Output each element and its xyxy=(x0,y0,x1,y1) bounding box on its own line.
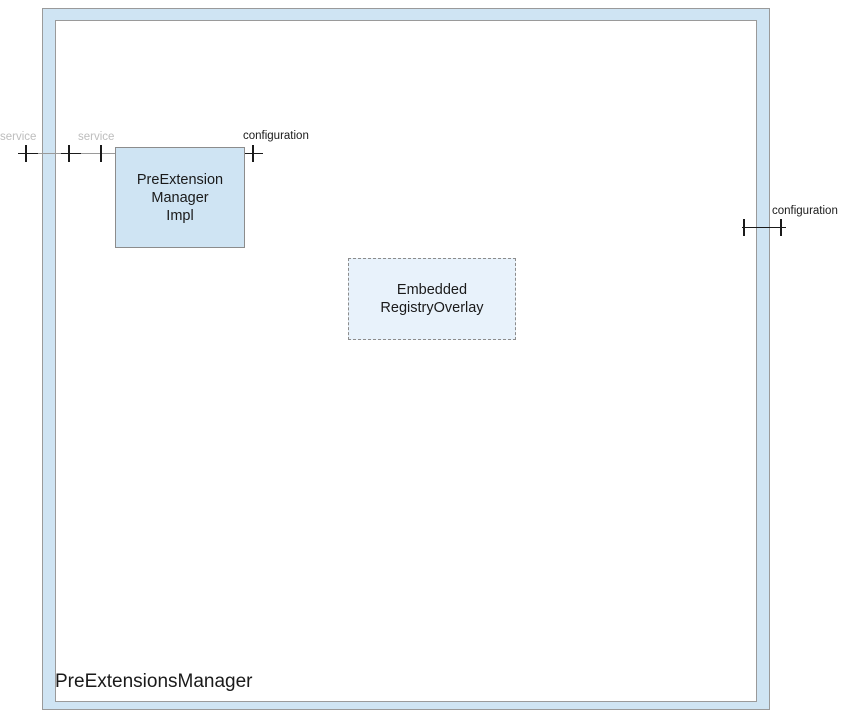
service-inner-port-label: service xyxy=(78,131,115,143)
configuration-impl-port-tick[interactable] xyxy=(252,145,254,162)
service-outer-port-stub xyxy=(18,153,38,154)
service-inner-port-stub xyxy=(61,153,81,154)
component-label: Embedded RegistryOverlay xyxy=(380,282,484,316)
service-inner-port-tick[interactable] xyxy=(100,145,102,162)
component-frame-title: PreExtensionsManager xyxy=(55,671,253,692)
configuration-impl-port-label: configuration xyxy=(243,130,309,142)
configuration-frame-outer-tick[interactable] xyxy=(780,219,782,236)
configuration-frame-port-label: configuration xyxy=(772,205,838,217)
component-frame-inner xyxy=(55,20,757,702)
service-outer-port-label: service xyxy=(0,131,37,143)
service-frame-port-tick[interactable] xyxy=(68,145,70,162)
service-outer-port-tick[interactable] xyxy=(25,145,27,162)
configuration-frame-port-stub xyxy=(742,227,786,228)
component-label: PreExtension Manager Impl xyxy=(136,171,224,224)
component-embedded-registry-overlay[interactable]: Embedded RegistryOverlay xyxy=(348,258,516,340)
configuration-frame-inner-tick[interactable] xyxy=(743,219,745,236)
configuration-impl-port-stub xyxy=(245,153,263,154)
component-pre-extension-manager-impl[interactable]: PreExtension Manager Impl xyxy=(115,147,245,248)
